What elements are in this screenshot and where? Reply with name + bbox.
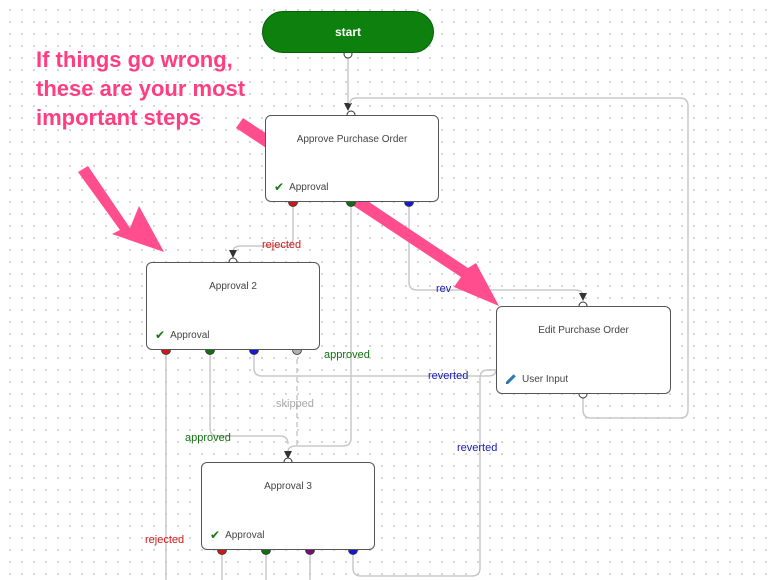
node-approve-purchase-order[interactable]: Approve Purchase Order ✔ Approval <box>265 115 439 202</box>
arrow-into-edit-po <box>579 293 587 301</box>
annotation-line: important steps <box>36 105 202 130</box>
check-icon: ✔ <box>155 328 166 342</box>
edge-label-rejected: rejected <box>262 239 302 251</box>
edge-label-skipped: skipped <box>276 398 314 410</box>
edge-label-reverted: reverted <box>428 370 469 382</box>
edge-label-reverted: reverted <box>457 442 498 454</box>
node-title: Approval 2 <box>209 281 257 292</box>
node-type-label: Approval <box>225 529 265 541</box>
node-type-label: User Input <box>522 373 569 385</box>
pencil-icon <box>506 374 516 384</box>
annotation-arrow-left <box>78 166 164 252</box>
edge-label-rejected: rejected <box>145 534 185 546</box>
edge-label-reverted: rev <box>436 283 452 295</box>
check-icon: ✔ <box>210 528 221 542</box>
connector-approval2-reverted <box>253 350 497 377</box>
node-type: ✔ Approval <box>210 529 265 541</box>
node-type: ✔ Approval <box>274 181 329 193</box>
arrow-into-approval-3 <box>284 451 292 459</box>
connector-approval3-reverted <box>352 369 496 577</box>
connector-approval2-approved <box>209 350 289 445</box>
node-title: Edit Purchase Order <box>538 325 629 336</box>
annotation-line: these are your most <box>36 76 246 101</box>
connector-edit-loop-back <box>349 97 689 419</box>
node-type: User Input <box>505 373 568 385</box>
node-type: ✔ Approval <box>155 329 210 341</box>
node-type-label: Approval <box>289 181 329 193</box>
node-title: Approval 3 <box>264 481 312 492</box>
edge-label-approved: approved <box>185 432 231 444</box>
start-label: start <box>334 25 361 39</box>
node-title: Approve Purchase Order <box>296 134 408 145</box>
node-edit-purchase-order[interactable]: Edit Purchase Order User Input <box>496 306 671 394</box>
annotation-callout: If things go wrong, these are your most … <box>36 45 245 132</box>
connector-approve-reverted <box>408 202 584 297</box>
node-type-label: Approval <box>170 329 210 341</box>
connector-approve-rejected <box>232 202 294 253</box>
check-icon: ✔ <box>274 180 285 194</box>
start-node[interactable]: start <box>262 11 434 53</box>
edge-label-approved: approved <box>324 349 370 361</box>
node-approval-2[interactable]: Approval 2 ✔ Approval <box>146 262 320 350</box>
connector-approve-approved <box>287 202 352 453</box>
arrow-into-approve <box>344 103 352 111</box>
annotation-line: If things go wrong, <box>36 47 233 72</box>
node-approval-3[interactable]: Approval 3 ✔ Approval <box>201 462 375 550</box>
arrow-into-approval-2 <box>229 250 237 258</box>
